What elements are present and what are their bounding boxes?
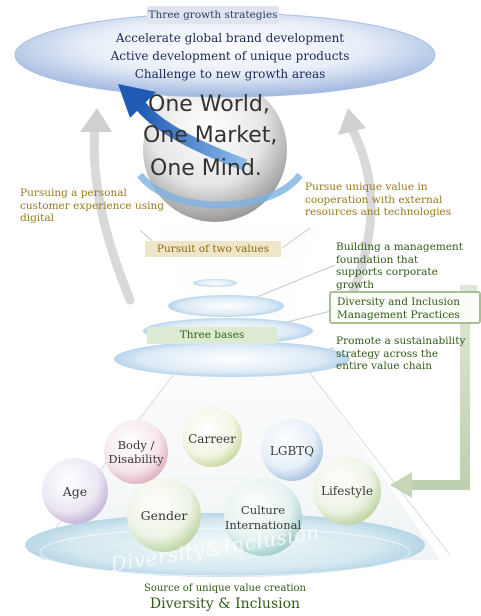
globe-line-2: One Market,: [143, 123, 278, 148]
three-bases-tag: Three bases: [147, 327, 277, 344]
globe-swirl: [137, 172, 303, 209]
value-left-text: Pursuing a personal customer experience …: [20, 187, 164, 225]
base-platform: [25, 513, 425, 577]
small-disc-2: [168, 295, 284, 317]
strategy-1: Accelerate global brand development: [115, 31, 345, 45]
growth-strategies-heading: Three growth strategies: [147, 6, 279, 24]
ball-label-carreer: Carreer: [188, 432, 236, 446]
blue-arrow-curve: [135, 101, 248, 171]
gray-arrow-left: [89, 120, 135, 305]
ball-label-body: Body / Disability: [108, 438, 164, 467]
base-text-3: Promote a sustainability strategy across…: [336, 335, 466, 373]
ball-lifestyle: [313, 457, 381, 525]
ball-label-lgbtq: LGBTQ: [269, 444, 315, 458]
ball-culture: [224, 478, 302, 556]
globe-line-1: One World,: [148, 92, 270, 117]
base-text-1: Building a management foundation that su…: [336, 241, 464, 291]
ball-gender: [127, 478, 201, 552]
caption-big: Diversity & Inclusion: [149, 596, 301, 612]
ball-label-culture: Culture International: [224, 503, 302, 532]
base-text-2-box: Diversity and Inclusion Management Pract…: [329, 291, 481, 324]
ball-label-gender: Gender: [140, 508, 188, 523]
strategy-3: Challenge to new growth areas: [134, 67, 326, 81]
globe-line-3: One Mind.: [150, 156, 262, 181]
gray-arrowhead-right: [338, 108, 366, 135]
green-arrowhead: [390, 472, 412, 498]
connector-right: [281, 227, 311, 249]
two-values-tag: Pursuit of two values: [145, 241, 281, 257]
strategy-2: Active development of unique products: [110, 49, 350, 63]
value-right-text: Pursue unique value in cooperation with …: [305, 181, 452, 219]
base-text-2: Diversity and Inclusion Management Pract…: [337, 296, 461, 321]
ball-body: [104, 420, 168, 484]
blue-arrowhead: [118, 84, 156, 118]
ball-lgbtq: [261, 419, 323, 481]
ball-carreer: [182, 407, 242, 467]
ball-label-lifestyle: Lifestyle: [320, 484, 374, 498]
gray-arrow-right: [345, 120, 376, 305]
ball-age: [42, 458, 108, 524]
green-feedback-line: [412, 285, 477, 490]
funnel-edge-right: [299, 359, 451, 556]
small-disc-1: [193, 279, 237, 287]
ball-label-age: Age: [62, 484, 88, 499]
caption-small: Source of unique value creation: [144, 583, 306, 594]
base-platform-rim: [39, 527, 411, 577]
gray-arrowhead-left: [80, 108, 112, 132]
small-disc-4: [114, 341, 350, 377]
